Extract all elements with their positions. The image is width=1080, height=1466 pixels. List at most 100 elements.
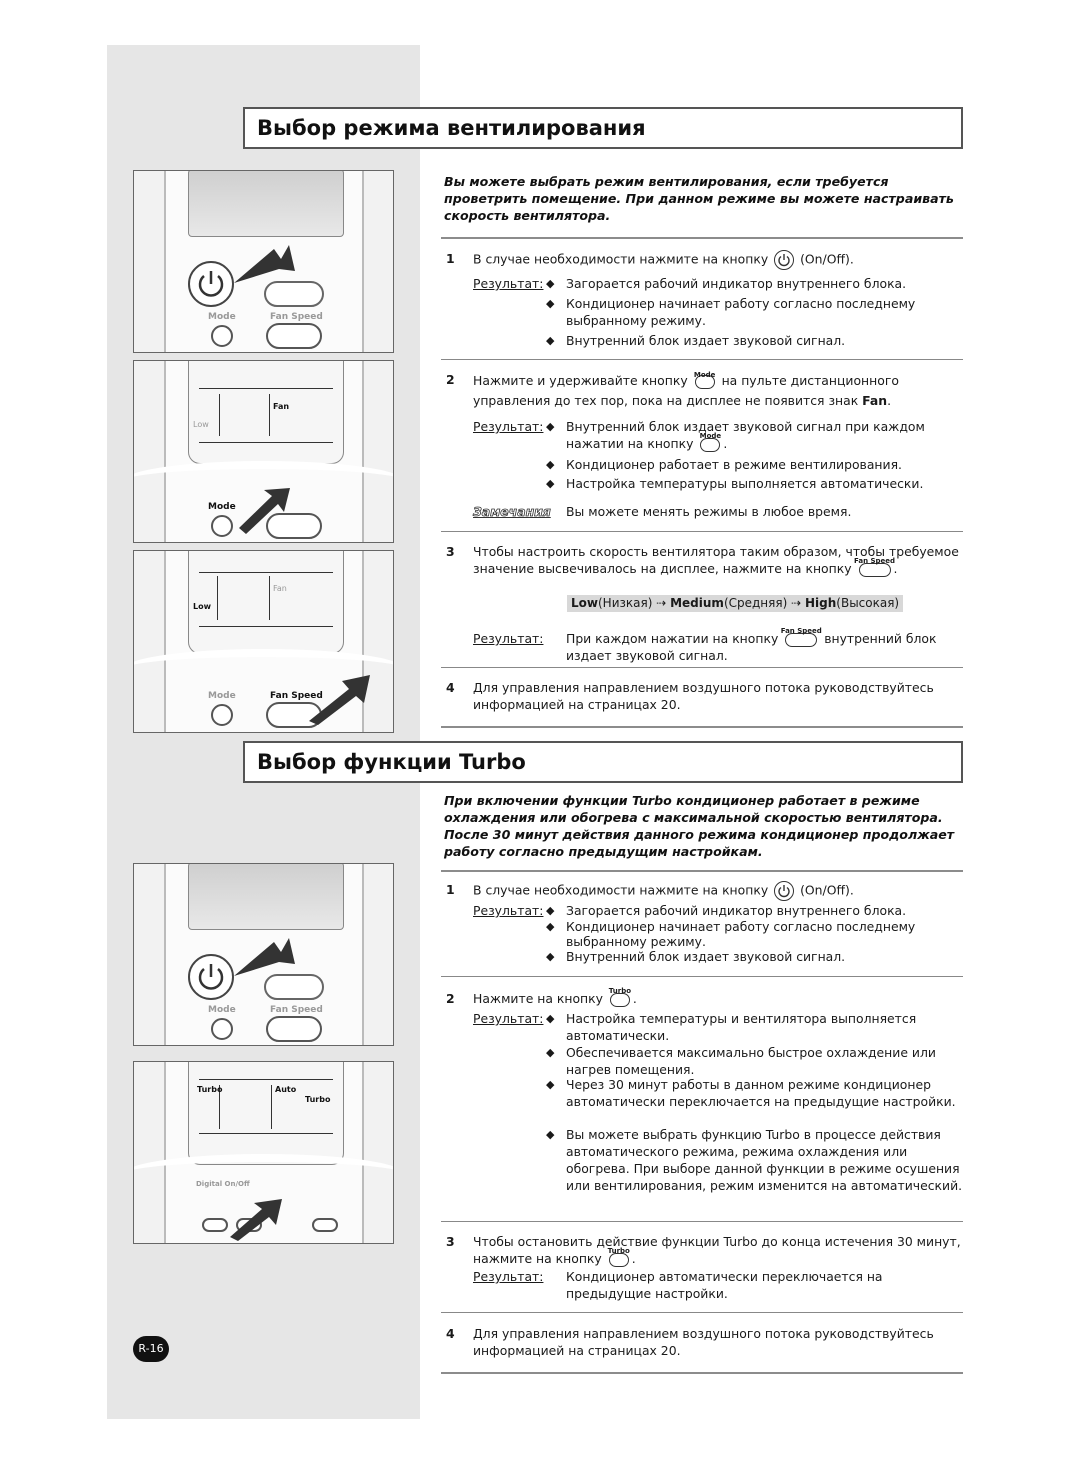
result-bullet: Внутренний блок издает звуковой сигнал п… <box>546 418 966 452</box>
result-bullet: Кондиционер работает в режиме вентилиров… <box>546 456 966 473</box>
fan-speed-sequence: Low(Низкая) ⇢ Medium(Средняя) ⇢ High(Выс… <box>567 595 904 612</box>
step-text-before: В случае необходимости нажмите на кнопку <box>473 882 769 898</box>
result-bullet: Внутренний блок издает звуковой сигнал. <box>546 948 966 965</box>
remote-illustration-mode: Low Fan Mode <box>133 360 394 543</box>
step-text-after: (On/Off). <box>800 251 854 267</box>
step-4-fan-mode: 4 Для управления направлением воздушного… <box>446 679 966 719</box>
lcd-line <box>199 626 333 627</box>
result-text: Кондиционер автоматически переключается … <box>566 1269 883 1301</box>
step-1-fan-mode: 1 В случае необходимости нажмите на кноп… <box>446 250 966 350</box>
lcd-line <box>199 442 333 443</box>
turbo-button-icon <box>202 1218 228 1232</box>
step-text: В случае необходимости нажмите на кнопку… <box>473 250 963 270</box>
cut-line <box>134 649 393 689</box>
step-text: Для управления направлением воздушного п… <box>473 1326 934 1358</box>
step-number: 2 <box>446 991 455 1006</box>
step-text: В случае необходимости нажмите на кнопку… <box>473 881 963 901</box>
lcd-line <box>199 1133 333 1134</box>
remote-button-icon <box>312 1218 338 1232</box>
power-button-icon <box>188 954 234 1000</box>
result-label: Результат: <box>473 1269 544 1284</box>
lcd-turbo: Turbo <box>197 1085 223 1094</box>
result-label: Результат: <box>473 903 544 918</box>
result-label: Результат: <box>473 631 544 646</box>
remote-body: Mode Fan Speed <box>164 171 364 352</box>
result-text-a: При каждом нажатии на кнопку <box>566 631 779 646</box>
mode-label: Mode <box>208 502 236 512</box>
step-number: 1 <box>446 251 455 266</box>
pointer-arrow-icon <box>239 488 290 534</box>
fan-speed-label: Fan Speed <box>270 691 323 701</box>
step-4-turbo: 4 Для управления направлением воздушного… <box>446 1325 966 1365</box>
step-number: 4 <box>446 1326 455 1341</box>
result-bullet: Загорается рабочий индикатор внутреннего… <box>546 275 966 292</box>
bullet-text: Внутренний блок издает звуковой сигнал п… <box>566 419 925 451</box>
pointer-arrow-icon <box>234 938 295 976</box>
step-number: 1 <box>446 882 455 897</box>
step-text-a: Нажмите и удерживайте кнопку <box>473 373 688 388</box>
speed-high: High <box>804 596 837 610</box>
mode-button-icon <box>211 704 233 726</box>
remote-illustration-turbo: Turbo Auto Turbo Digital On/Off <box>133 1061 394 1244</box>
mode-button-icon <box>211 325 233 347</box>
result-bullet: Настройка температуры и вентилятора выпо… <box>546 1010 966 1044</box>
divider <box>441 359 963 360</box>
result-bullet: Через 30 минут работы в данном режиме ко… <box>546 1076 966 1110</box>
cut-line <box>134 461 393 501</box>
speed-low-ru: (Низкая) <box>597 596 653 610</box>
turbo-button-icon: Turbo <box>608 1247 630 1267</box>
power-button-icon <box>188 261 234 307</box>
step-text-b: на пульте дистанционного управления до т… <box>473 373 899 408</box>
pointer-arrow-icon <box>309 675 370 725</box>
lcd-fan: Fan <box>273 584 287 593</box>
fan-speed-button-icon <box>266 1016 322 1042</box>
divider <box>441 1372 963 1374</box>
section-title-fan-mode: Выбор режима вентилирования <box>243 107 963 149</box>
step-text: Чтобы остановить действие функции Turbo … <box>473 1234 961 1267</box>
step-3-turbo: 3 Чтобы остановить действие функции Turb… <box>446 1233 966 1303</box>
lcd-line <box>217 576 218 620</box>
remote-illustration-power: Mode Fan Speed <box>133 170 394 353</box>
lcd-fan: Fan <box>273 402 290 411</box>
mode-label: Mode <box>208 312 236 322</box>
remote-screen <box>188 171 344 237</box>
remote-screen <box>188 864 344 930</box>
step-1-turbo: 1 В случае необходимости нажмите на кноп… <box>446 881 966 971</box>
lcd-turbo-small: Turbo <box>305 1095 331 1104</box>
pointer-arrow-icon <box>234 245 295 283</box>
step-3-fan-mode: 3 Чтобы настроить скорость вентилятора т… <box>446 543 966 663</box>
result-text-b: внутренний блок издает звуковой сигнал. <box>566 631 937 663</box>
cut-line <box>134 1154 393 1194</box>
mode-button-icon <box>211 1018 233 1040</box>
lcd-line <box>271 1085 272 1129</box>
step-text: Нажмите на кнопку Turbo. <box>473 986 637 1007</box>
step-text-before: В случае необходимости нажмите на кнопку <box>473 251 769 267</box>
fan-speed-label: Fan Speed <box>270 312 323 322</box>
speed-high-ru: (Высокая) <box>836 596 900 610</box>
mode-label: Mode <box>208 1005 236 1015</box>
step-text-after: (On/Off). <box>800 882 854 898</box>
remote-illustration-turbo-power: Mode Fan Speed <box>133 863 394 1046</box>
lcd-auto: Auto <box>275 1085 297 1094</box>
divider <box>441 1312 963 1313</box>
result-bullet: Внутренний блок издает звуковой сигнал. <box>546 332 966 349</box>
speed-medium: Medium <box>670 596 724 610</box>
page-number: R-16 <box>133 1336 169 1362</box>
step-2-turbo: 2 Нажмите на кнопку Turbo. Результат: На… <box>446 986 966 1210</box>
result-text: При каждом нажатии на кнопку Fan Speed в… <box>566 627 966 664</box>
remote-body: Low Fan Mode Fan Speed <box>164 551 364 732</box>
section-title-turbo: Выбор функции Turbo <box>243 741 963 783</box>
divider <box>441 531 963 532</box>
result-label: Результат: <box>473 419 544 434</box>
step-number: 2 <box>446 372 455 387</box>
step-number: 3 <box>446 544 455 559</box>
fan-speed-button-icon: Fan Speed <box>781 627 822 647</box>
step-number: 3 <box>446 1234 455 1249</box>
remote-lcd: Turbo Auto Turbo <box>188 1062 344 1165</box>
step-number: 4 <box>446 680 455 695</box>
result-bullet: Настройка температуры выполняется автома… <box>546 475 966 492</box>
lcd-low: Low <box>193 420 209 429</box>
result-label: Результат: <box>473 1011 544 1026</box>
power-button-icon <box>774 250 795 270</box>
power-button-icon <box>774 881 795 901</box>
